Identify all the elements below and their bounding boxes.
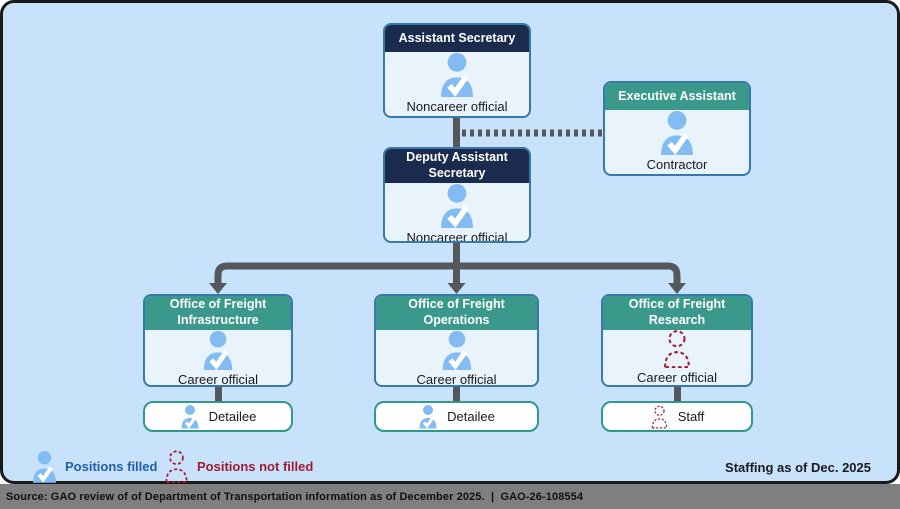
arrowhead-right <box>668 283 686 294</box>
node-role: Career official <box>637 370 717 385</box>
subnode-detailee-infrastructure: Detailee <box>143 401 293 432</box>
node-assistant-secretary: Assistant Secretary Noncareer official <box>383 23 531 118</box>
node-title: Executive Assistant <box>605 83 749 110</box>
node-title: Office of Freight Infrastructure <box>145 296 291 330</box>
node-office-freight-operations: Office of Freight Operations Career offi… <box>374 294 539 387</box>
connector-as-das <box>453 115 460 150</box>
node-office-freight-research: Office of Freight Research Career offici… <box>601 294 753 387</box>
person-filled-icon <box>201 330 235 370</box>
legend-not-filled-label: Positions not filled <box>197 459 314 474</box>
node-title: Office of Freight Operations <box>376 296 537 330</box>
connector-branch-bar <box>214 262 681 285</box>
subnode-staff-research: Staff <box>601 401 753 432</box>
node-title: Deputy Assistant Secretary <box>385 149 529 183</box>
person-filled-icon <box>180 404 200 429</box>
connector-stub-research <box>673 387 681 402</box>
legend-positions-filled: Positions filled <box>31 450 157 483</box>
subnode-label: Detailee <box>447 409 495 424</box>
arrowhead-center <box>447 283 466 294</box>
node-role: Career official <box>416 372 497 387</box>
person-unfilled-icon <box>661 330 693 368</box>
person-filled-icon <box>31 450 58 483</box>
node-deputy-assistant-secretary: Deputy Assistant Secretary Noncareer off… <box>383 147 531 243</box>
person-filled-icon <box>658 110 696 155</box>
connector-stub-operations <box>453 387 460 402</box>
person-filled-icon <box>440 330 474 370</box>
node-role: Career official <box>178 372 258 387</box>
node-role: Contractor <box>646 157 708 172</box>
person-filled-icon <box>418 404 438 429</box>
person-unfilled-icon <box>650 405 669 429</box>
node-office-freight-infrastructure: Office of Freight Infrastructure Career … <box>143 294 293 387</box>
person-unfilled-icon <box>163 450 190 483</box>
person-filled-icon <box>438 52 476 97</box>
org-chart-panel: Assistant Secretary Noncareer official E… <box>0 0 900 484</box>
person-filled-icon <box>438 183 476 228</box>
legend-positions-not-filled: Positions not filled <box>163 450 313 483</box>
subnode-label: Staff <box>677 409 705 424</box>
source-text: Source: GAO review of of Department of T… <box>6 490 584 503</box>
legend-filled-label: Positions filled <box>65 459 158 474</box>
subnode-detailee-operations: Detailee <box>374 401 539 432</box>
arrowhead-left <box>209 283 227 294</box>
node-title: Assistant Secretary <box>385 25 529 52</box>
subnode-label: Detailee <box>208 409 257 424</box>
connector-stub-infrastructure <box>214 387 222 402</box>
node-executive-assistant: Executive Assistant Contractor <box>603 81 751 176</box>
staffing-note: Staffing as of Dec. 2025 <box>725 460 871 475</box>
node-role: Noncareer official <box>406 99 508 114</box>
node-title: Office of Freight Research <box>603 296 751 330</box>
node-role: Noncareer official <box>406 230 508 243</box>
source-bar: Source: GAO review of of Department of T… <box>0 484 900 509</box>
